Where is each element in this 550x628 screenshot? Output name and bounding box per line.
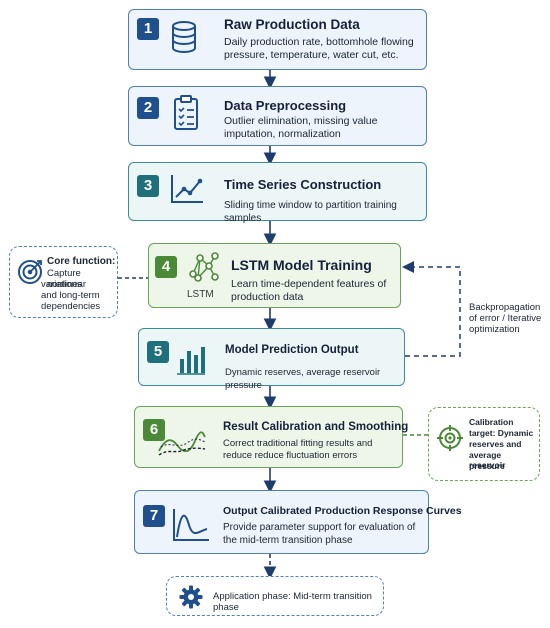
step-6-badge: 6 [143,419,165,441]
step-5-desc: Dynamic reserves, average reservoir pres… [225,367,381,391]
step-4-badge: 4 [155,256,177,278]
step-1-box: 1 Raw Production Data Daily production r… [128,9,427,70]
step-7-badge: 7 [143,505,165,527]
response-curve-icon [173,509,209,541]
calibration-line-2: target: Dynamic [469,428,534,438]
core-function-title: Core function: [47,256,116,267]
step-2-desc: Outlier elimination, missing value imput… [224,115,378,140]
application-phase-box: Application phase: Mid-term transition p… [166,576,384,616]
smoothed-curves-icon [158,431,206,456]
feedback-label-line-1: Backpropagation [469,302,541,313]
step-7-desc: Provide parameter support for evaluation… [223,522,416,546]
step-4-title: LSTM Model Training [231,257,372,273]
calibration-line-4: average reservoir [469,450,506,470]
step-4-desc: Learn time-dependent features of product… [231,278,387,303]
calibration-line-3: reserves and [469,439,522,449]
step-5-box: 5 Model Prediction Output Dynamic reserv… [138,328,405,391]
step-6-title: Result Calibration and Smoothing [223,421,409,433]
lstm-icon-label: LSTM [187,289,214,300]
clipboard-checklist-icon [174,95,198,130]
crosshair-target-icon [437,425,463,451]
step-5-title: Model Prediction Output [225,344,359,356]
step-5-badge: 5 [147,341,169,363]
step-3-desc: Sliding time window to partition trainin… [224,200,397,224]
step-1-desc: Daily production rate, bottomhole flowin… [224,36,414,61]
gear-icon [179,585,203,609]
step-7-title: Output Calibrated Production Response Cu… [223,505,462,517]
step-1-title: Raw Production Data [224,17,360,32]
step-7-box: 7 Output Calibrated Production Response … [134,490,462,554]
core-function-line-4: dependencies [41,301,101,312]
core-function-line-3: and long-term [41,290,100,301]
database-icon [172,21,196,53]
calibration-line-1: Calibration [469,417,514,427]
step-1-badge: 1 [137,18,159,40]
step-6-box: 6 Result Calibration and Smoothing Corre… [134,406,408,468]
bar-chart-icon [177,347,205,375]
step-6-desc: Correct traditional fitting results and … [223,438,373,461]
feedback-label-line-3: optimization [469,324,520,335]
step-3-box: 3 Time Series Construction Sliding time … [128,162,427,224]
calibration-line-5: pressure [469,461,505,471]
core-function-line-1: Capture nonlinear [47,268,87,290]
step-2-box: 2 Data Preprocessing Outlier elimination… [128,86,427,146]
feedback-loop-arrow [402,261,461,357]
neural-network-icon [189,252,219,282]
calibration-target-box: Calibration target: Dynamic reserves and… [428,407,540,481]
trend-line-chart-icon [171,175,203,203]
feedback-label-line-2: of error / Iterative [469,313,542,324]
step-2-badge: 2 [137,97,159,119]
core-function-line-2: variations [41,279,82,290]
application-phase-label: Application phase: Mid-term transition p… [213,591,372,613]
step-3-badge: 3 [137,175,159,197]
target-icon [18,260,42,284]
step-4-box: 4 LSTM LSTM Model Training Learn time-de… [148,243,401,308]
step-3-title: Time Series Construction [224,177,382,192]
step-2-title: Data Preprocessing [224,98,347,113]
core-function-box: Core function: Capture nonlinear variati… [9,246,118,318]
